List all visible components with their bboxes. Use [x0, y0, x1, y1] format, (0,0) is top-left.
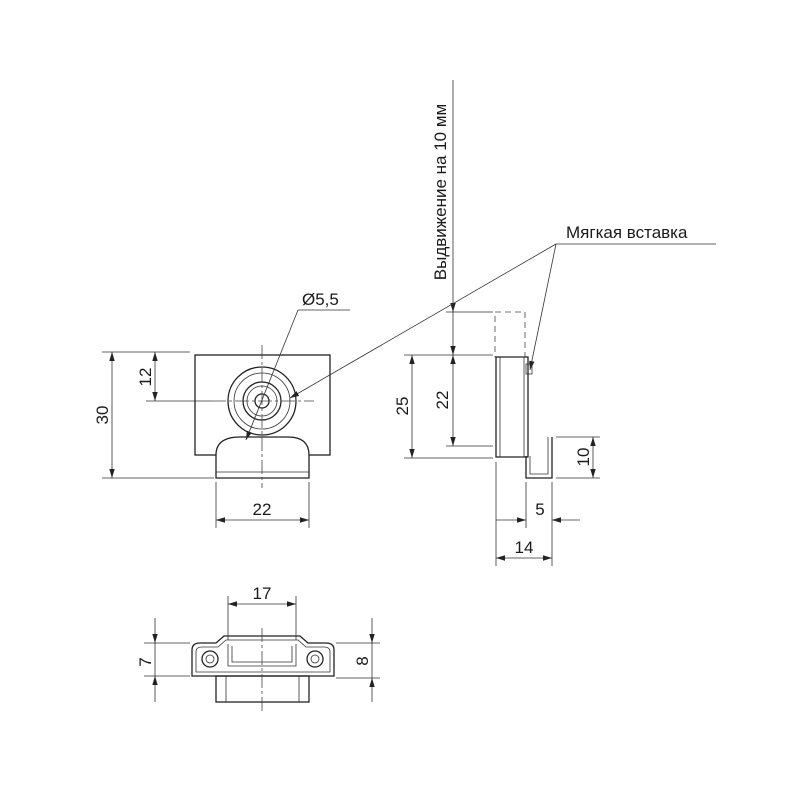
- front-view: [194, 345, 331, 488]
- side-view: [494, 311, 553, 479]
- travel-label: Выдвижение на 10 мм: [431, 104, 450, 280]
- dim-side-depth: 14: [515, 538, 534, 557]
- dim-top-left-height: 7: [136, 657, 155, 666]
- soft-insert-label: Мягкая вставка: [566, 223, 688, 242]
- dim-front-height: 30: [93, 406, 112, 425]
- front-dimensions: 30 12 22 Ø5,5: [93, 290, 350, 528]
- dim-side-hook-width: 5: [535, 500, 544, 519]
- side-dimensions: Выдвижение на 10 мм 22 25 10 5 14: [393, 80, 600, 566]
- top-dimensions: 17 7 8: [136, 584, 380, 702]
- dim-side-total: 25: [393, 397, 412, 416]
- diameter-label: Ø5,5: [302, 290, 339, 309]
- dim-top-width: 17: [253, 584, 272, 603]
- dim-front-hole-height: 12: [136, 368, 155, 387]
- soft-insert-callout: Мягкая вставка: [289, 223, 716, 399]
- top-view: [191, 628, 335, 712]
- dim-side-hook: 10: [574, 448, 593, 467]
- dim-top-right-height: 8: [353, 656, 372, 665]
- dim-front-width: 22: [253, 500, 272, 519]
- dim-side-body: 22: [433, 391, 452, 410]
